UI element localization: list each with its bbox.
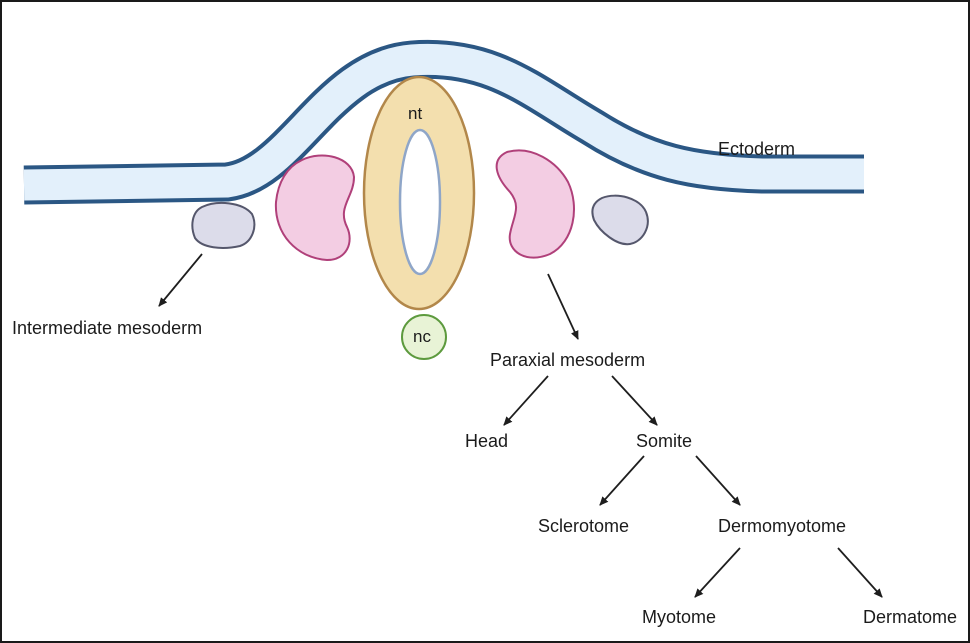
arrow-to-somite bbox=[612, 376, 657, 425]
dermatome-label: Dermatome bbox=[863, 608, 957, 626]
arrow-to-dermatome bbox=[838, 548, 882, 597]
myotome-label: Myotome bbox=[642, 608, 716, 626]
arrow-to-head bbox=[504, 376, 548, 425]
somite-left bbox=[276, 155, 354, 260]
intermediate-mesoderm-right bbox=[592, 196, 647, 245]
intermediate-mesoderm-left bbox=[192, 203, 254, 248]
sclerotome-label: Sclerotome bbox=[538, 517, 629, 535]
arrow-to-paraxial-mesoderm bbox=[548, 274, 578, 339]
paraxial-mesoderm-label: Paraxial mesoderm bbox=[490, 351, 645, 369]
neural-tube-lumen bbox=[400, 130, 440, 274]
intermediate-mesoderm-label: Intermediate mesoderm bbox=[12, 319, 202, 337]
neural-tube-label: nt bbox=[408, 105, 422, 122]
somite-right bbox=[497, 150, 574, 257]
notochord-label: nc bbox=[413, 328, 431, 345]
ectoderm-label: Ectoderm bbox=[718, 140, 795, 158]
arrow-to-myotome bbox=[695, 548, 740, 597]
head-label: Head bbox=[465, 432, 508, 450]
dermomyotome-label: Dermomyotome bbox=[718, 517, 846, 535]
arrow-to-intermediate-mesoderm bbox=[159, 254, 202, 306]
somite-label: Somite bbox=[636, 432, 692, 450]
arrow-to-sclerotome bbox=[600, 456, 644, 505]
arrow-to-dermomyotome bbox=[696, 456, 740, 505]
